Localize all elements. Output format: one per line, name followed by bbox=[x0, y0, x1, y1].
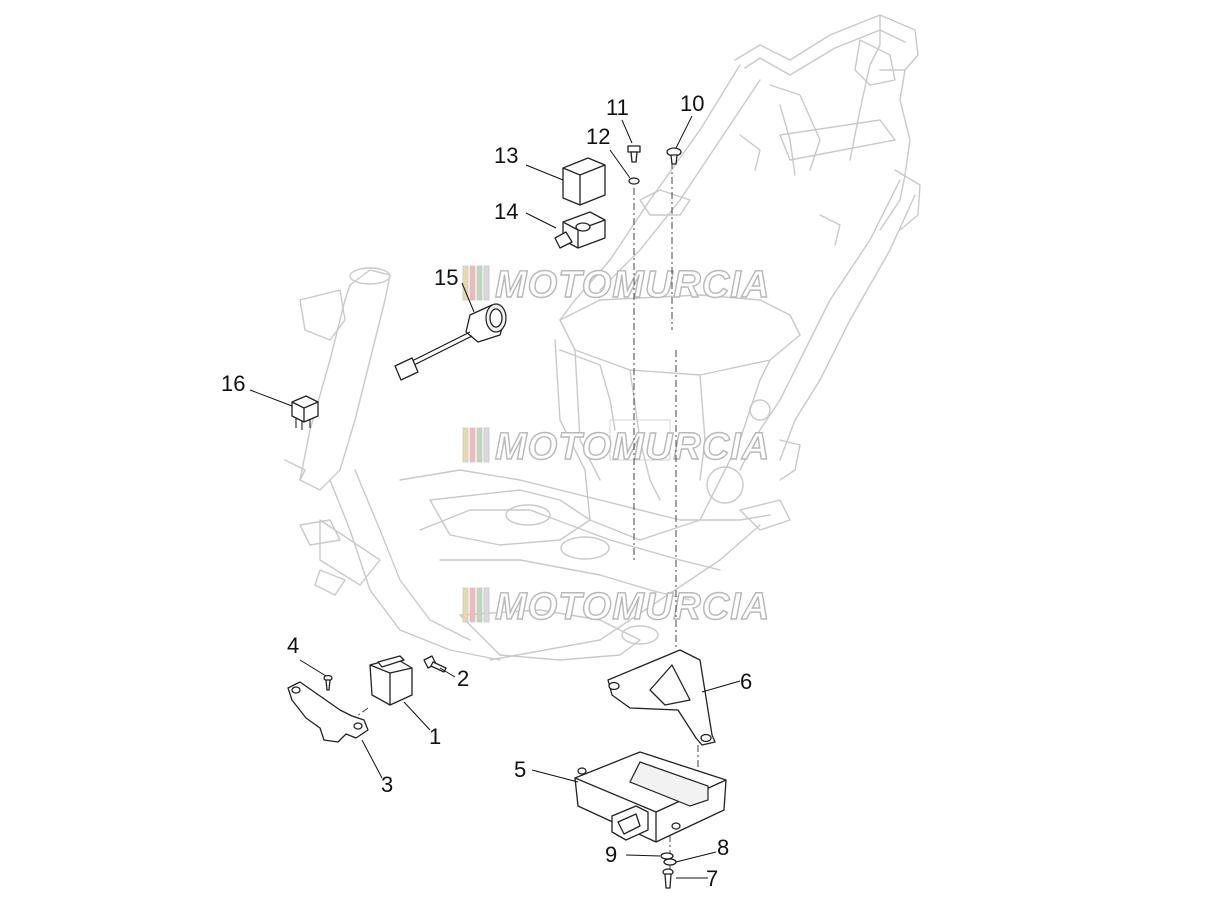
watermark-text: MOTOMURCIA bbox=[495, 264, 770, 306]
watermark-bottom: MOTOMURCIA bbox=[462, 585, 770, 629]
watermark-text: MOTOMURCIA bbox=[495, 426, 770, 468]
callout-4: 4 bbox=[287, 633, 299, 658]
scooter-frame bbox=[284, 14, 921, 661]
callout-15: 15 bbox=[434, 265, 458, 290]
callout-1: 1 bbox=[429, 724, 441, 749]
watermark-bar-icon bbox=[462, 587, 469, 623]
part-9-washer bbox=[660, 852, 674, 860]
callout-10: 10 bbox=[680, 91, 704, 116]
callout-12: 12 bbox=[586, 124, 610, 149]
watermark-text: MOTOMURCIA bbox=[495, 586, 770, 628]
part-10-screw bbox=[666, 147, 682, 165]
part-3-bracket bbox=[287, 681, 369, 743]
watermark-top: MOTOMURCIA bbox=[462, 263, 770, 307]
part-12-washer bbox=[628, 177, 640, 185]
callout-2: 2 bbox=[457, 666, 469, 691]
part-11-screw bbox=[627, 145, 641, 163]
part-1-connector-cover bbox=[369, 655, 413, 706]
part-8-washer bbox=[663, 858, 677, 866]
part-13-relay bbox=[562, 157, 606, 206]
assembly-line-10 bbox=[671, 162, 677, 650]
part-14-relay-holder bbox=[554, 211, 606, 249]
part-6-ecu-bracket bbox=[607, 649, 716, 746]
watermark-bar-icon bbox=[462, 265, 469, 301]
callout-3: 3 bbox=[381, 772, 393, 797]
watermark-bar-icon bbox=[462, 427, 469, 463]
callout-5: 5 bbox=[514, 757, 526, 782]
part-16-flasher bbox=[291, 395, 319, 430]
callout-7: 7 bbox=[706, 866, 718, 891]
callout-11: 11 bbox=[606, 95, 629, 120]
callout-6: 6 bbox=[740, 669, 752, 694]
callout-14: 14 bbox=[494, 199, 518, 224]
part-4-screw bbox=[323, 674, 333, 691]
watermark-middle: MOTOMURCIA bbox=[462, 425, 770, 469]
callout-9: 9 bbox=[605, 842, 617, 867]
part-15-socket bbox=[394, 303, 507, 381]
part-5-ecu bbox=[574, 751, 727, 843]
leader-lines bbox=[249, 115, 741, 879]
callout-16: 16 bbox=[221, 371, 245, 396]
part-7-screw bbox=[662, 868, 674, 889]
callout-13: 13 bbox=[494, 143, 518, 168]
callout-8: 8 bbox=[717, 835, 729, 860]
